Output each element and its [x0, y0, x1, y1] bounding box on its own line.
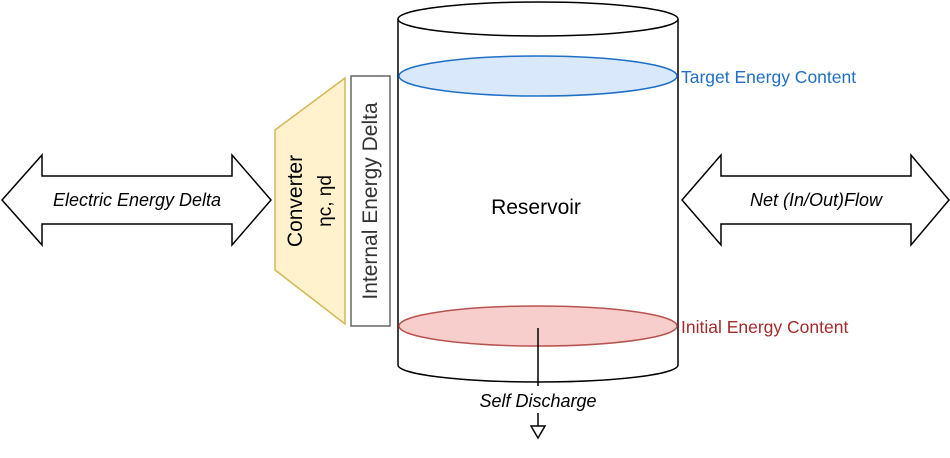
- converter-shape: [274, 76, 346, 326]
- cylinder-top: [397, 1, 679, 37]
- internal-energy-delta-box: [350, 75, 391, 327]
- net-flow-arrow: Net (In/Out)Flow: [681, 152, 950, 248]
- left-double-arrow-shape: [0, 152, 272, 248]
- right-double-arrow-shape: [681, 152, 950, 248]
- target-energy-content-label: Target Energy Content: [681, 67, 856, 87]
- reservoir-label: Reservoir: [491, 196, 581, 219]
- net-flow-label: Net (In/Out)Flow: [750, 190, 883, 210]
- internal-energy-delta: Internal Energy Delta: [350, 75, 391, 327]
- electric-energy-delta-label: Electric Energy Delta: [53, 190, 221, 210]
- self-discharge-label-bg: [462, 389, 614, 411]
- electric-energy-delta-arrow: Electric Energy Delta: [0, 152, 272, 248]
- internal-energy-delta-label: Internal Energy Delta: [359, 102, 382, 300]
- target-energy-level: [398, 55, 678, 97]
- converter: Converter ηc, ηd: [274, 76, 346, 326]
- initial-energy-content-label: Initial Energy Content: [681, 317, 848, 337]
- self-discharge-arrowhead-icon: [529, 425, 547, 440]
- reservoir-cylinder: [397, 1, 679, 383]
- self-discharge-label: Self Discharge: [479, 391, 596, 411]
- converter-title: Converter: [284, 155, 307, 247]
- self-discharge: Self Discharge: [462, 328, 614, 440]
- converter-efficiency: ηc, ηd: [315, 175, 336, 227]
